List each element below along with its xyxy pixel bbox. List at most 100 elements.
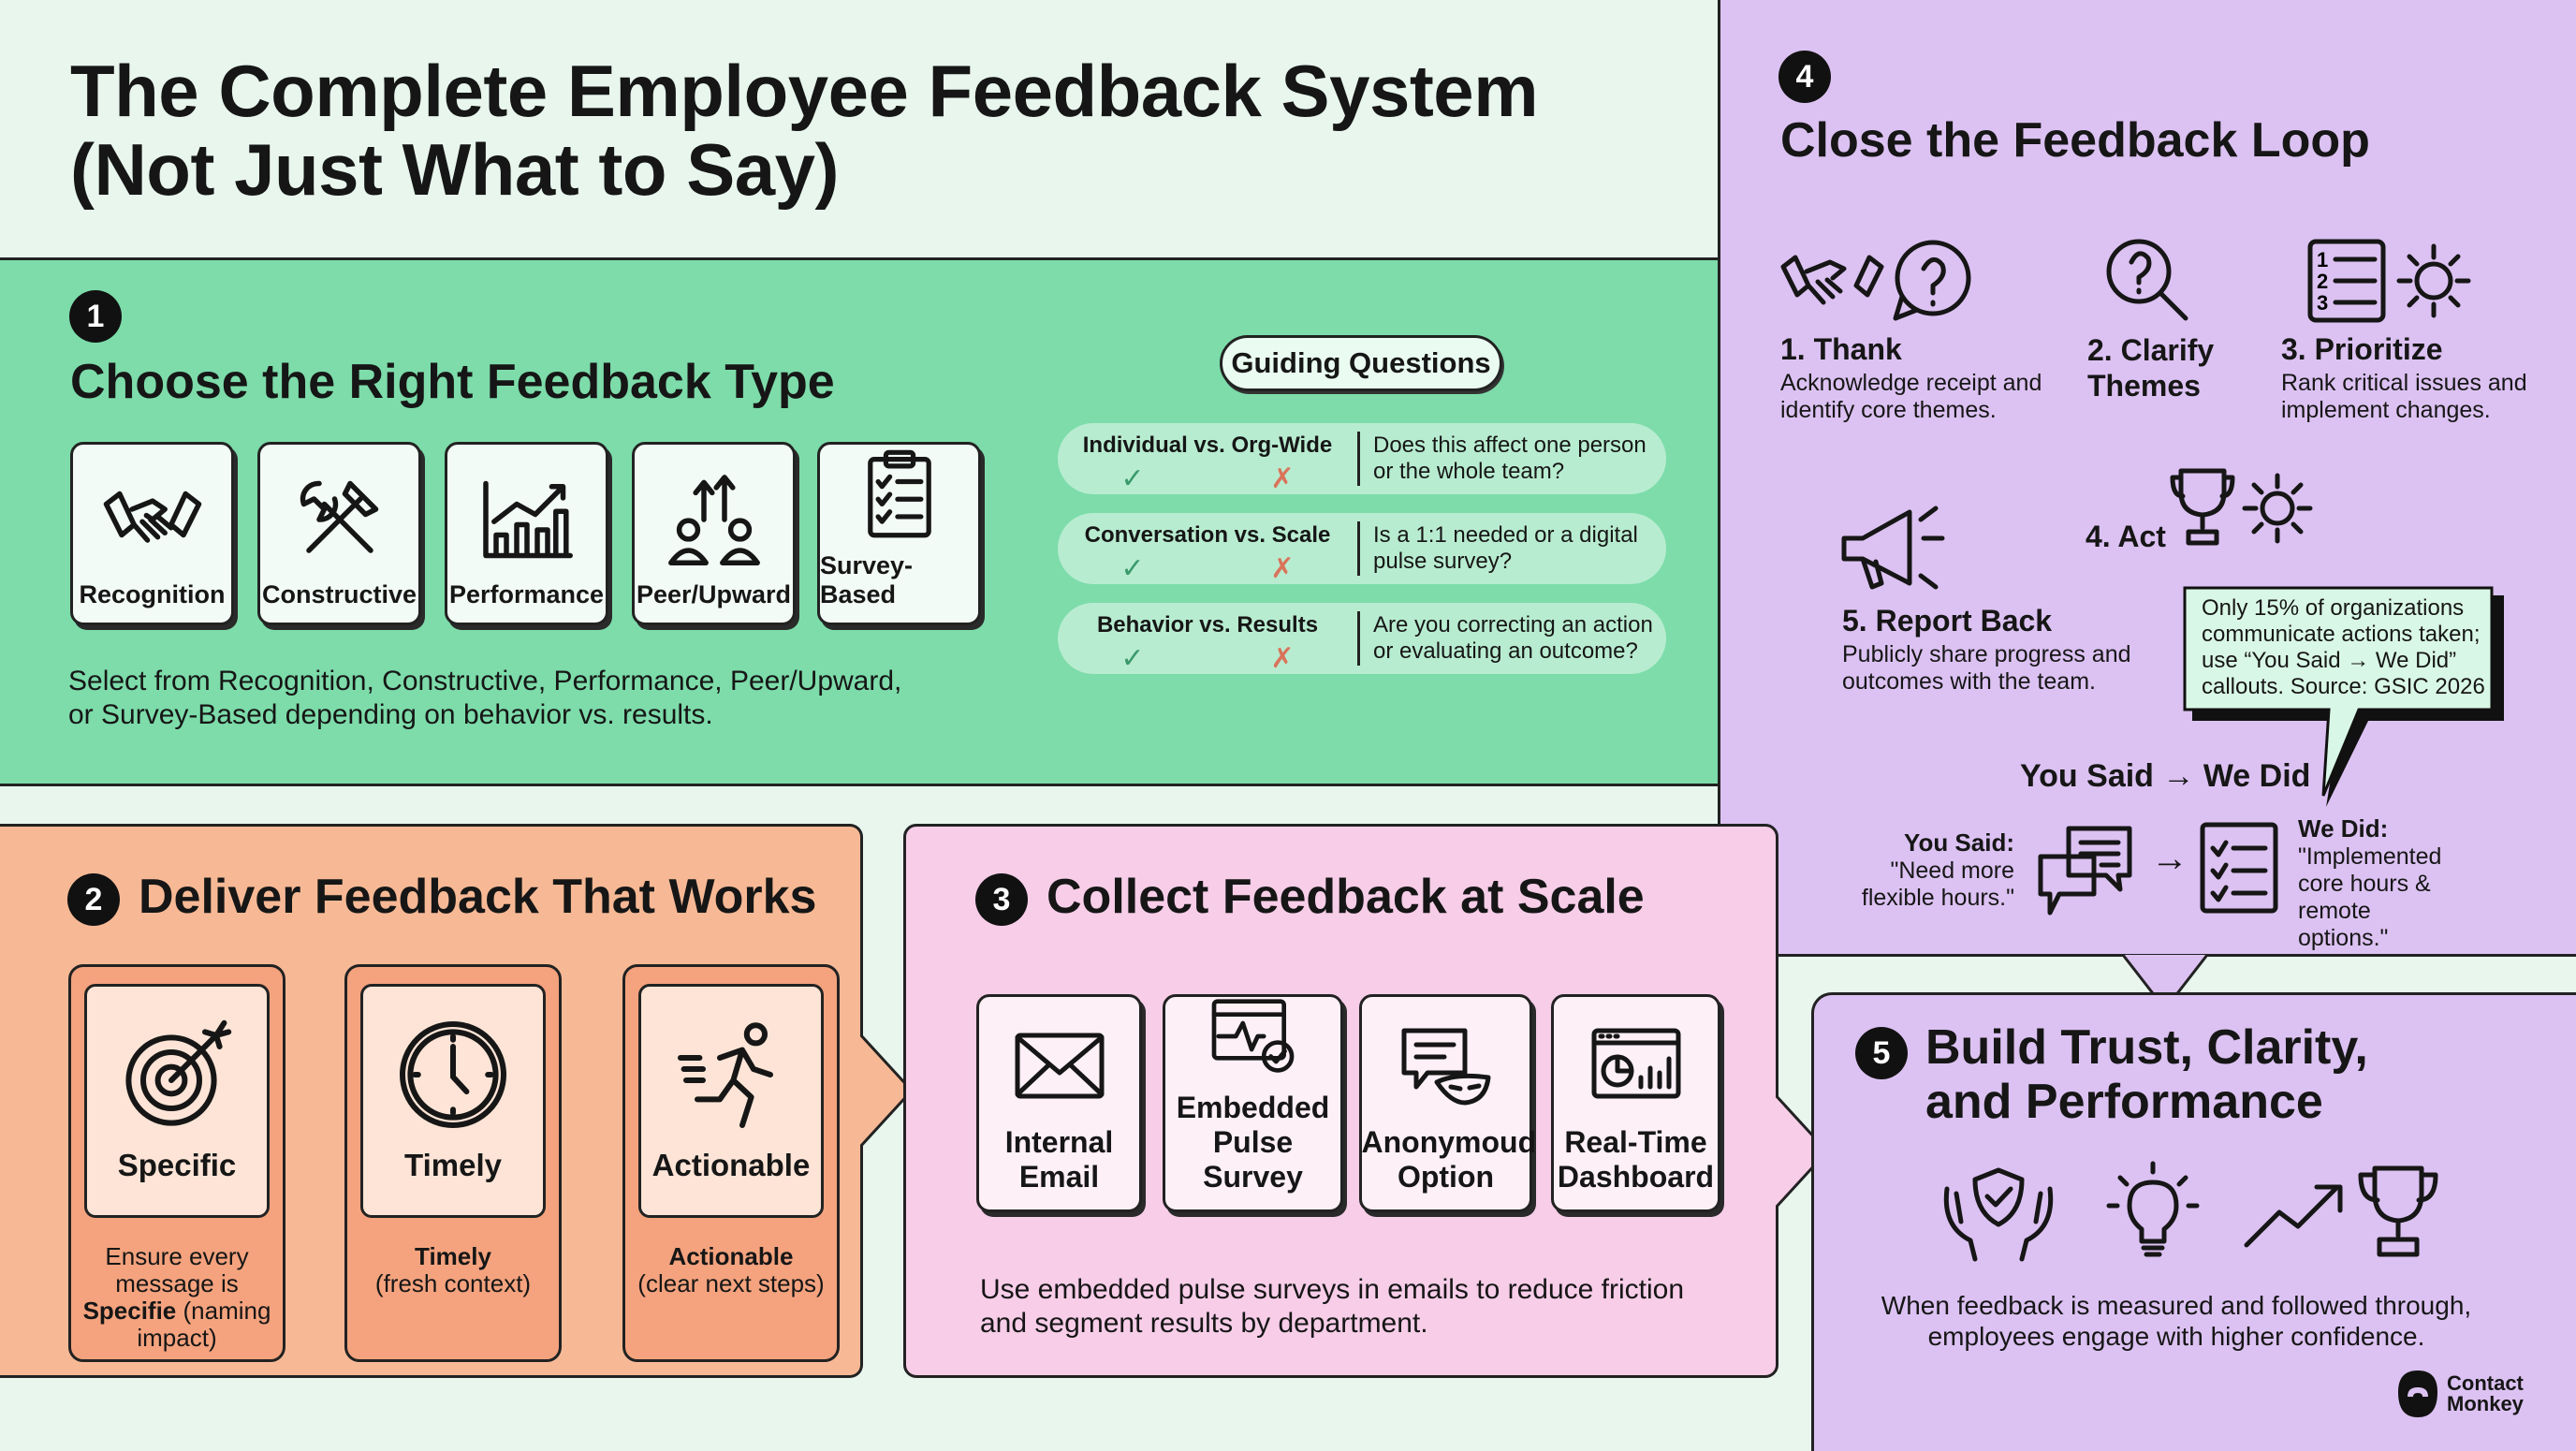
heading-line: Build Trust, Clarity, xyxy=(1925,1020,2368,1075)
title-line-1: The Complete Employee Feedback System xyxy=(70,50,1539,132)
checklist-icon xyxy=(2200,822,2278,914)
step-badge-5: 5 xyxy=(1855,1027,1908,1079)
step-badge-1: 1 xyxy=(69,290,122,343)
type-card-constructive[interactable]: Constructive xyxy=(257,442,421,625)
people-arrows-icon xyxy=(667,475,760,565)
principle-desc: Actionable(clear next steps) xyxy=(633,1243,829,1297)
question-pair: Behavior vs. Results xyxy=(1096,612,1319,638)
step-badge-2: 2 xyxy=(67,873,120,926)
section-1-heading: Choose the Right Feedback Type xyxy=(70,355,835,409)
megaphone-icon xyxy=(1841,506,1945,590)
channel-card-email[interactable]: Internal Email xyxy=(976,994,1142,1212)
section-build-trust xyxy=(1811,992,2576,1451)
lightbulb-icon xyxy=(2106,1161,2200,1257)
step-act: 4. Act xyxy=(2086,520,2166,553)
channel-label: Anonymoud Option xyxy=(1361,1125,1537,1194)
logo-text: Contact xyxy=(2447,1371,2524,1395)
section-close-loop xyxy=(1718,0,2576,957)
question-pair: Individual vs. Org-Wide xyxy=(1082,432,1333,458)
type-card-recognition[interactable]: Recognition xyxy=(70,442,234,625)
type-label: Survey-Based xyxy=(820,551,914,608)
desc-text: (fresh context) xyxy=(374,1269,532,1297)
chat-bubbles-icon xyxy=(2038,826,2132,916)
section-1-description: Select from Recognition, Constructive, P… xyxy=(68,666,902,730)
section-5-description: When feedback is measured and followed t… xyxy=(1881,1291,2472,1351)
magnifier-question-icon xyxy=(2106,239,2188,321)
ranked-list-gear-icon: 123 xyxy=(2307,239,2471,323)
desc-bold: Timely xyxy=(415,1242,491,1270)
running-person-icon xyxy=(678,1022,773,1128)
you-said-we-did-title: You Said → We Did xyxy=(2020,758,2311,794)
type-label: Peer/Upward xyxy=(636,580,792,608)
question-row: Conversation vs. Scale ✓ ✗ Is a 1:1 needed… xyxy=(1058,513,1666,584)
principle-desc: Ensure every message is Specifie (naming… xyxy=(79,1243,275,1352)
target-icon xyxy=(125,1019,232,1126)
title-line-2: (Not Just What to Say) xyxy=(70,128,840,211)
page-title: The Complete Employee Feedback System (N… xyxy=(70,50,1539,211)
logo-text: Monkey xyxy=(2447,1392,2524,1415)
divider xyxy=(1357,521,1360,576)
step-report-back-desc: Publicly share progress and outcomes wit… xyxy=(1842,641,2131,695)
channel-card-pulse-survey[interactable]: Embedded Pulse Survey xyxy=(1163,994,1343,1212)
section-3-description: Use embedded pulse surveys in emails to … xyxy=(980,1274,1685,1339)
step-report-back: 5. Report Back xyxy=(1842,604,2053,638)
type-label: Recognition xyxy=(79,580,226,608)
step-prioritize-desc: Rank critical issues and implement chang… xyxy=(2281,370,2527,423)
check-icon: ✓ xyxy=(1120,463,1145,494)
channel-card-anonymous[interactable]: Anonymoud Option xyxy=(1359,994,1537,1212)
we-did-label: We Did: xyxy=(2298,814,2389,843)
question-pair: Conversation vs. Scale xyxy=(1084,522,1331,548)
heading-line: and Performance xyxy=(1925,1075,2323,1129)
type-label: Performance xyxy=(448,580,605,608)
question-row: Individual vs. Org-Wide✓✗ Does this affe… xyxy=(1058,423,1666,494)
you-said-text: "Need more flexible hours." xyxy=(1861,857,2014,911)
step-clarify: 2. Clarify Themes xyxy=(2087,333,2215,403)
you-said-label: You Said: xyxy=(1904,828,2014,857)
question-text: Is a 1:1 needed or a digital pulse surve… xyxy=(1373,522,1638,574)
type-card-performance[interactable]: Performance xyxy=(445,442,608,625)
check-icon: ✓ xyxy=(1120,553,1145,584)
dashboard-icon xyxy=(1591,1028,1680,1099)
clipboard-checklist-icon xyxy=(867,449,931,538)
type-card-survey-based[interactable]: Survey-Based xyxy=(817,442,981,625)
callout-text: Only 15% of organizations communicate ac… xyxy=(2202,595,2485,699)
question-text: Does this affect one person or the whole… xyxy=(1373,432,1647,484)
principle-card-specific: Specific Ensure every message is Specifi… xyxy=(68,964,285,1362)
desc-bold: Specifie xyxy=(82,1297,177,1325)
svg-text:1: 1 xyxy=(2317,248,2328,271)
divider xyxy=(1357,432,1360,486)
trophy-icon xyxy=(2358,1165,2438,1257)
principle-card-actionable: Actionable Actionable(clear next steps) xyxy=(622,964,840,1362)
arrow-icon: → xyxy=(2151,838,2188,879)
handshake-icon xyxy=(103,491,201,543)
cross-icon: ✗ xyxy=(1270,553,1295,584)
section-5-heading: Build Trust, Clarity, and Performance xyxy=(1925,1020,2368,1129)
principle-label: Actionable xyxy=(651,1148,811,1182)
callout-bubble xyxy=(2183,586,2504,807)
desc-bold: Actionable xyxy=(668,1242,794,1270)
step-thank-desc: Acknowledge receipt and identify core th… xyxy=(1780,370,2042,423)
cross-icon: ✗ xyxy=(1270,643,1295,674)
trophy-gear-icon xyxy=(2170,468,2313,546)
channel-label: Real-Time Dashboard xyxy=(1557,1125,1715,1194)
question-row: Behavior vs. Results✓✗ Are you correctin… xyxy=(1058,603,1666,674)
desc-text: Ensure every message is xyxy=(105,1242,249,1297)
check-icon: ✓ xyxy=(1120,643,1145,674)
section-2-heading: Deliver Feedback That Works xyxy=(139,870,817,924)
contactmonkey-logo: Contact Monkey xyxy=(2396,1369,2524,1419)
principle-label: Timely xyxy=(404,1148,502,1182)
step-badge-4: 4 xyxy=(1778,51,1831,103)
section-3-heading: Collect Feedback at Scale xyxy=(1046,870,1645,924)
channel-card-dashboard[interactable]: Real-Time Dashboard xyxy=(1551,994,1720,1212)
desc-text: (clear next steps) xyxy=(637,1269,825,1297)
principle-card-timely: Timely Timely(fresh context) xyxy=(344,964,562,1362)
step-thank: 1. Thank xyxy=(1780,332,1902,366)
desc-text: (naming impact) xyxy=(137,1297,271,1352)
type-card-peer-upward[interactable]: Peer/Upward xyxy=(632,442,796,625)
guiding-questions-pill: Guiding Questions xyxy=(1220,335,1502,391)
step-badge-3: 3 xyxy=(975,873,1028,926)
we-did-block: We Did: "Implemented core hours & remote… xyxy=(2298,814,2466,952)
svg-text:3: 3 xyxy=(2317,291,2328,315)
principle-desc: Timely(fresh context) xyxy=(355,1243,551,1297)
trend-arrow-icon xyxy=(2244,1184,2343,1248)
